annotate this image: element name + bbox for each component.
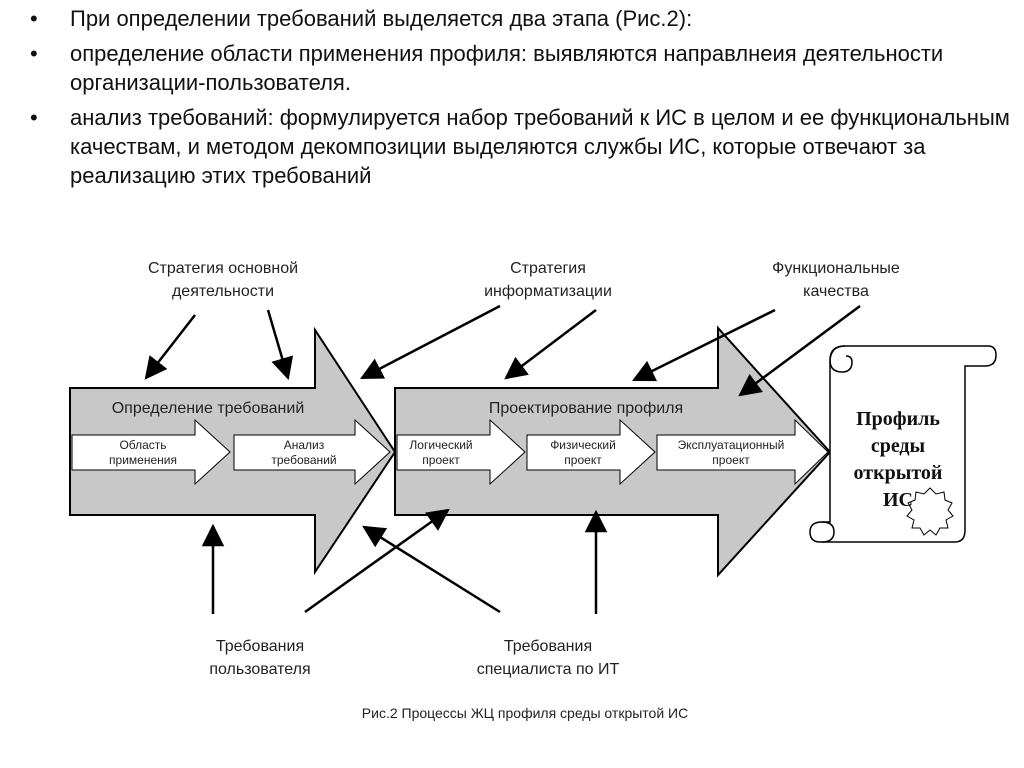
step-label: применения	[109, 453, 177, 467]
scroll-document: Профиль среды открытой ИС	[809, 345, 997, 543]
step-label: проект	[712, 453, 750, 467]
step-label: требований	[271, 453, 336, 467]
input-label: пользователя	[209, 661, 310, 678]
connector-arrow	[504, 309, 597, 380]
scroll-text: Профиль	[856, 408, 940, 430]
bullet-text: определение области применения профиля: …	[70, 41, 944, 95]
bullet-item: • анализ требований: формулируется набор …	[30, 103, 1015, 190]
stage2-title: Проектирование профиля	[489, 400, 683, 417]
connector-arrow	[266, 309, 294, 381]
connector-arrow	[144, 314, 196, 380]
step-arrow	[396, 418, 526, 486]
stage1-title: Определение требований	[112, 400, 305, 417]
bullet-marker: •	[30, 6, 38, 31]
connector-arrow	[631, 308, 776, 382]
bullet-text: При определении требований выделяется дв…	[70, 6, 693, 31]
step-label: Физический	[550, 438, 616, 452]
seal-icon	[906, 487, 954, 536]
scroll-text: ИС	[883, 489, 913, 511]
connector-arrow	[304, 508, 450, 614]
input-label: деятельности	[172, 283, 274, 300]
bullet-text: анализ требований: формулируется набор т…	[70, 105, 1010, 188]
figure-caption: Рис.2 Процессы ЖЦ профиля среды открытой…	[362, 705, 688, 721]
step-label: Область	[119, 438, 166, 452]
step-label: Эксплуатационный	[678, 438, 785, 452]
step-label: проект	[564, 453, 602, 467]
stage1-chevron	[69, 326, 397, 576]
step-arrow	[233, 418, 391, 486]
input-label: Стратегия основной	[148, 260, 298, 277]
scroll-text: открытой	[854, 462, 943, 484]
bullet-marker: •	[30, 105, 38, 130]
scroll-text: среды	[871, 435, 926, 457]
bullet-item: • определение области применения профиля:…	[30, 39, 1015, 97]
input-label: специалиста по ИТ	[477, 661, 620, 678]
bullet-list: • При определении требований выделяется д…	[30, 4, 1015, 196]
input-label: качества	[803, 283, 869, 300]
input-label: Требования	[216, 638, 304, 655]
step-arrow	[71, 418, 231, 486]
step-label: проект	[422, 453, 460, 467]
input-label: Стратегия	[510, 260, 586, 277]
connector-arrow	[362, 525, 501, 614]
step-label: Анализ	[284, 438, 325, 452]
connector-arrow	[360, 304, 501, 380]
step-label: Логический	[409, 438, 472, 452]
bullet-item: • При определении требований выделяется д…	[30, 4, 1015, 33]
input-label: Функциональные	[772, 260, 900, 277]
step-arrow	[656, 418, 829, 486]
bullet-marker: •	[30, 41, 38, 66]
connector-arrow	[738, 304, 861, 397]
input-label: Требования	[504, 638, 592, 655]
input-label: информатизации	[484, 283, 612, 300]
step-arrow	[526, 418, 656, 486]
